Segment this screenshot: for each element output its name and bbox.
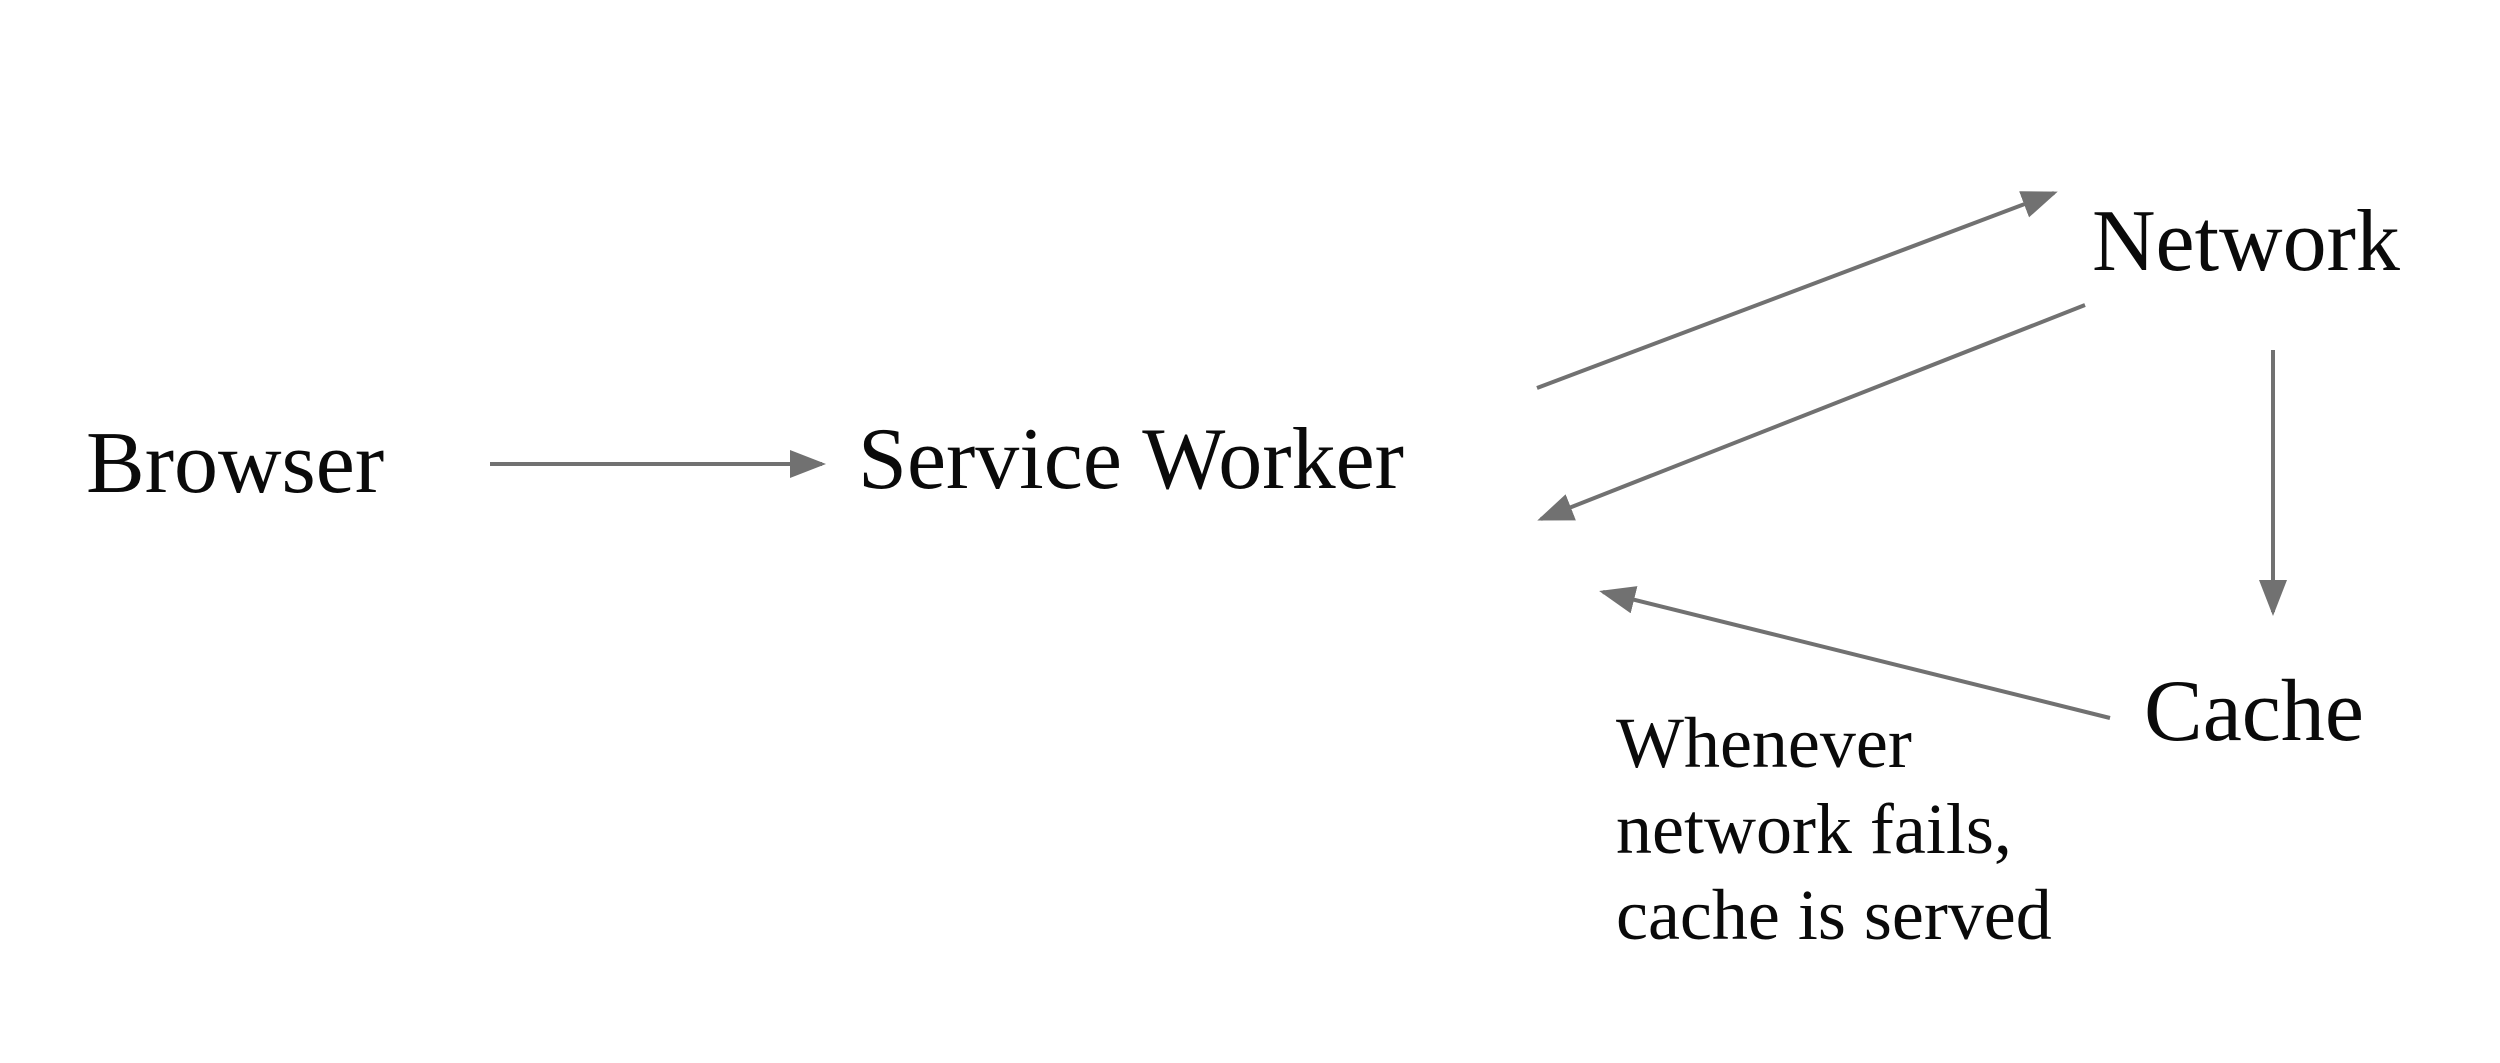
arrow-cache-to-service-worker-icon (1599, 586, 2111, 720)
annotation-line-3: cache is served (1616, 875, 2052, 955)
arrow-service-worker-to-network-icon (1536, 191, 2058, 390)
node-cache: Cache (2144, 663, 2364, 760)
annotation-line-2: network fails, (1616, 789, 2012, 869)
node-network: Network (2092, 193, 2400, 290)
arrow-network-to-service-worker-icon (1537, 303, 2086, 521)
annotation-line-1: Whenever (1616, 703, 1912, 783)
node-service-worker: Service Worker (858, 411, 1404, 508)
node-browser: Browser (86, 415, 385, 512)
cache-fallback-annotation: Whenever network fails, cache is served (1616, 700, 2052, 958)
